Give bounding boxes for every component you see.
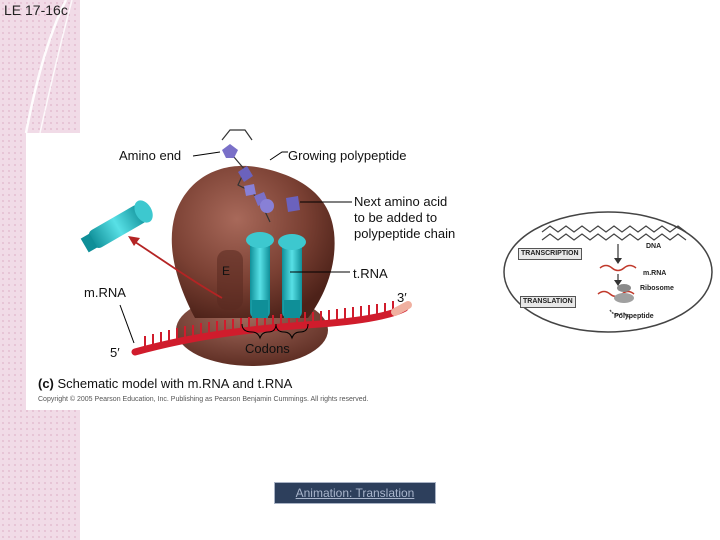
label-mrna: m.RNA (84, 285, 126, 300)
trna-p-site (246, 232, 274, 318)
label-amino-end: Amino end (119, 148, 182, 163)
next-amino-acid (286, 196, 300, 212)
label-five-prime: 5′ (110, 345, 120, 360)
inset-label-ribosome: Ribosome (640, 285, 674, 292)
inset-label-dna: DNA (646, 243, 662, 250)
caption-text: Schematic model with m.RNA and t.RNA (57, 376, 293, 391)
exit-arrowhead (128, 236, 140, 246)
leader-lines (119, 151, 352, 344)
exiting-trna (80, 200, 153, 253)
copyright-notice: Copyright © 2005 Pearson Education, Inc.… (38, 396, 369, 403)
inset-overview-diagram (503, 211, 713, 333)
mrna-bases (144, 301, 394, 348)
label-three-prime: 3′ (397, 290, 407, 305)
slide-title: LE 17-16c (4, 2, 68, 18)
caption-prefix: (c) (38, 376, 54, 391)
label-e-site: E (222, 264, 231, 278)
trna-a-site (278, 234, 306, 318)
animation-translation-link[interactable]: Animation: Translation (274, 482, 436, 504)
mrna-3-prime-tail (391, 301, 412, 316)
exit-arrow (131, 239, 223, 299)
label-next-amino-acid: Next amino acid to be added to polypepti… (354, 194, 456, 241)
figure-caption: (c) Schematic model with m.RNA and t.RNA (38, 376, 292, 391)
mrna-strand (131, 304, 409, 356)
inset-transcription-box: TRANSCRIPTION (518, 248, 582, 260)
label-codons: Codons (245, 341, 290, 356)
codon-brackets (241, 323, 309, 340)
inset-translation-box: TRANSLATION (520, 296, 576, 308)
polypeptide-chain (221, 129, 274, 223)
label-growing-polypeptide: Growing polypeptide (288, 148, 407, 163)
label-trna: t.RNA (353, 266, 388, 281)
inset-label-mrna: m.RNA (643, 270, 667, 277)
e-site-pocket (217, 250, 243, 310)
inset-label-polypeptide: Polypeptide (614, 313, 654, 320)
